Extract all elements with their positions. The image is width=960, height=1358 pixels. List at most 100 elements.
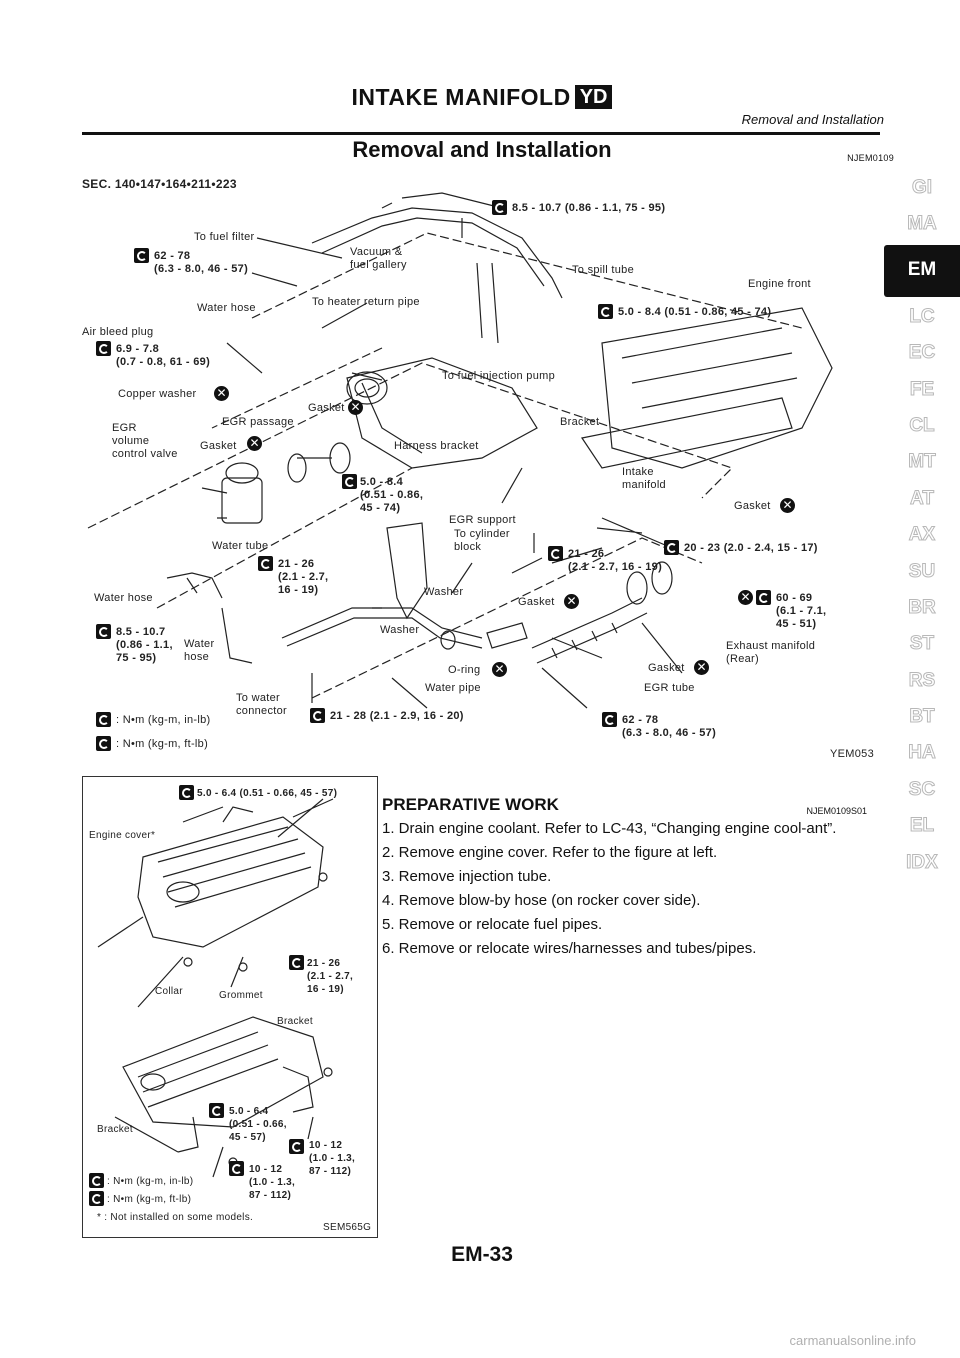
label-bracket-left: Bracket	[97, 1124, 134, 1135]
label-torque-62-78: 62 - 78 (6.3 - 8.0, 46 - 57)	[154, 250, 249, 275]
label-to-water: To water connector	[236, 692, 288, 717]
torque-wrench-icon	[289, 955, 304, 970]
tab-ma[interactable]: MA	[907, 213, 938, 235]
label-vacuum: Vacuum & fuel gallery	[350, 246, 407, 271]
intake-manifold-diagram: SEC. 140•147•164•211•223 To fuel filter …	[82, 168, 894, 766]
label-gasket-a: Gasket	[308, 402, 345, 414]
torque-wrench-icon	[229, 1161, 244, 1176]
torque-wrench-icon	[492, 200, 507, 215]
tab-gi[interactable]: GI	[911, 176, 933, 198]
engine-cover-diagram: 5.0 - 6.4 (0.51 - 0.66, 45 - 57) Engine …	[82, 776, 378, 1238]
label-engine-front: Engine front	[748, 278, 811, 290]
diagram-drawing	[87, 192, 833, 709]
torque-wrench-icon	[209, 1103, 224, 1118]
torque-wrench-icon	[96, 712, 111, 727]
cover-legend-ftlb: : N•m (kg-m, ft-lb)	[107, 1194, 192, 1205]
replace-part-icon	[564, 594, 579, 609]
label-torque-85-107-left: 8.5 - 10.7 (0.86 - 1.1, 75 - 95)	[116, 626, 173, 664]
label-torque-20-23: 20 - 23 (2.0 - 2.4, 15 - 17)	[684, 542, 818, 554]
replace-part-icon	[348, 400, 363, 415]
prep-step: 3. Remove injection tube.	[382, 868, 552, 885]
header-subtitle: Removal and Installation	[741, 112, 884, 127]
cover-legend-inlb: : N•m (kg-m, in-lb)	[107, 1176, 194, 1187]
label-cover-torque-50-64: 5.0 - 6.4 (0.51 - 0.66, 45 - 57)	[229, 1106, 287, 1143]
page-number: EM-33	[451, 1243, 513, 1266]
torque-wrench-icon	[96, 341, 111, 356]
label-torque-50-84-b: 5.0 - 8.4 (0.51 - 0.86, 45 - 74)	[360, 476, 424, 514]
tab-br[interactable]: BR	[908, 596, 936, 618]
tab-rs[interactable]: RS	[908, 669, 936, 691]
label-gasket-d: Gasket	[518, 596, 555, 608]
torque-wrench-icon	[342, 474, 357, 489]
label-torque-21-26-b: 21 - 26 (2.1 - 2.7, 16 - 19)	[568, 548, 663, 573]
label-torque-60-69: 60 - 69 (6.1 - 7.1, 45 - 51)	[776, 592, 827, 630]
label-water-hose-top: Water hose	[197, 302, 256, 314]
label-water-hose-left: Water hose	[94, 592, 153, 604]
sec-code: SEC. 140•147•164•211•223	[82, 177, 237, 191]
header-rule	[82, 132, 880, 135]
label-engine-cover: Engine cover*	[89, 830, 156, 841]
replace-part-icon	[492, 662, 507, 677]
replace-part-icon	[780, 498, 795, 513]
label-egr-tube: EGR tube	[644, 682, 695, 694]
cover-diagram-id: SEM565G	[323, 1222, 372, 1233]
tab-cl[interactable]: CL	[909, 414, 935, 436]
prep-step: 4. Remove blow-by hose (on rocker cover …	[382, 892, 701, 909]
tab-idx[interactable]: IDX	[906, 851, 939, 873]
tab-bt[interactable]: BT	[909, 706, 935, 728]
diagram-id: YEM053	[830, 748, 874, 760]
prep-title: PREPARATIVE WORK	[382, 795, 559, 814]
prep-step: 5. Remove or relocate fuel pipes.	[382, 916, 603, 933]
prep-step: 1. Drain engine coolant. Refer to LC-43,…	[382, 820, 837, 837]
label-gasket-b: Gasket	[200, 440, 237, 452]
replace-part-icon	[694, 660, 709, 675]
torque-wrench-icon	[258, 556, 273, 571]
label-water-hose-mid: Water hose	[184, 638, 215, 663]
label-torque-85-107-top: 8.5 - 10.7 (0.86 - 1.1, 75 - 95)	[512, 202, 666, 214]
label-copper-washer: Copper washer	[118, 388, 197, 400]
tab-su[interactable]: SU	[908, 560, 936, 582]
tab-at[interactable]: AT	[910, 487, 935, 509]
label-to-cylinder: To cylinder block	[454, 528, 510, 553]
tab-mt[interactable]: MT	[908, 451, 936, 473]
tab-sc[interactable]: SC	[908, 778, 936, 800]
torque-wrench-icon	[548, 546, 563, 561]
replace-part-icon	[214, 386, 229, 401]
label-to-heater: To heater return pipe	[312, 296, 420, 308]
prep-step: 2. Remove engine cover. Refer to the fig…	[382, 844, 718, 861]
torque-wrench-icon	[598, 304, 613, 319]
cover-drawing	[97, 798, 334, 1178]
tab-ax[interactable]: AX	[908, 524, 936, 546]
prep-steps: 1. Drain engine coolant. Refer to LC-43,…	[382, 819, 867, 958]
torque-wrench-icon	[310, 708, 325, 723]
label-air-bleed: Air bleed plug	[82, 326, 154, 338]
label-bracket: Bracket	[560, 416, 600, 428]
tab-ec[interactable]: EC	[908, 342, 936, 364]
label-cover-torque-10-12-a: 10 - 12 (1.0 - 1.3, 87 - 112)	[309, 1140, 356, 1177]
section-tabs: GI MA EM LC EC FE CL MT AT AX SU BR ST R…	[884, 170, 960, 881]
label-grommet: Grommet	[219, 990, 263, 1001]
label-collar: Collar	[155, 986, 183, 997]
tab-lc[interactable]: LC	[909, 305, 935, 327]
label-egr-support: EGR support	[449, 514, 516, 526]
label-harness-bracket: Harness bracket	[394, 440, 479, 452]
cover-note: * : Not installed on some models.	[97, 1212, 254, 1223]
tab-ha[interactable]: HA	[908, 742, 936, 764]
replace-part-icon	[738, 590, 753, 605]
label-o-ring: O-ring	[448, 664, 481, 676]
tab-em[interactable]: EM	[884, 244, 960, 297]
label-gasket-e: Gasket	[648, 662, 685, 674]
label-torque-50-84-a: 5.0 - 8.4 (0.51 - 0.86, 45 - 74)	[618, 306, 772, 318]
label-cover-torque-top: 5.0 - 6.4 (0.51 - 0.66, 45 - 57)	[197, 788, 338, 799]
tab-st[interactable]: ST	[909, 633, 935, 655]
torque-wrench-icon	[289, 1139, 304, 1154]
header-title: INTAKE MANIFOLD	[351, 84, 571, 110]
engine-badge: YD	[574, 85, 613, 109]
label-cover-torque-21-26: 21 - 26 (2.1 - 2.7, 16 - 19)	[307, 958, 354, 995]
tab-fe[interactable]: FE	[909, 378, 935, 400]
section-title: Removal and Installation	[352, 137, 612, 162]
label-bracket-right: Bracket	[277, 1016, 314, 1027]
tab-el[interactable]: EL	[909, 815, 935, 837]
preparative-work: PREPARATIVE WORK NJEM0109S01 1. Drain en…	[382, 795, 867, 963]
